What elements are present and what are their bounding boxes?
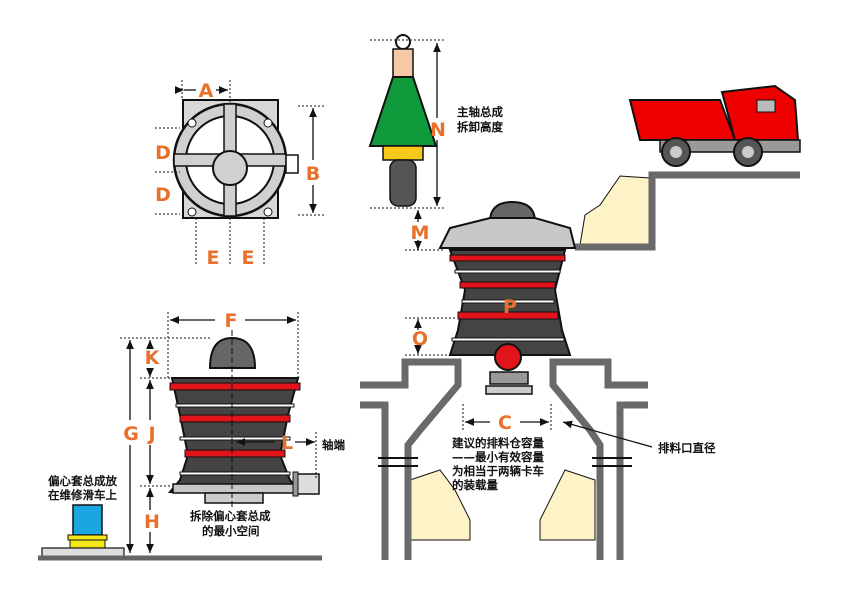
label-n: N xyxy=(430,119,446,141)
min-space-note-1: 拆除偏心套总成 xyxy=(190,509,271,523)
label-f: F xyxy=(225,310,238,332)
label-o: O xyxy=(412,328,428,350)
eccentric-on-sled: 偏心套总成放 在维修滑车上 xyxy=(41,474,125,558)
label-p: P xyxy=(503,296,517,318)
label-d-lower: D xyxy=(155,184,171,206)
label-e-left: E xyxy=(207,247,220,269)
label-a: A xyxy=(199,80,214,102)
bin-capacity-note-2: ——最小有效容量 xyxy=(452,450,544,464)
label-e-right: E xyxy=(242,247,255,269)
label-k: K xyxy=(145,347,161,369)
label-l: L xyxy=(281,432,293,454)
label-c: C xyxy=(498,412,512,434)
ground-ledge xyxy=(575,171,800,251)
bin-capacity-note-1: 建议的排料仓容量 xyxy=(452,436,544,450)
main-shaft-assembly: N 主轴总成 拆卸高度 M xyxy=(368,34,503,251)
crusher-installed: P O xyxy=(405,200,577,395)
label-b: B xyxy=(306,163,320,185)
stockpile-upper xyxy=(579,175,651,246)
label-g: G xyxy=(123,423,139,445)
discharge-diameter-label: 排料口直径 xyxy=(658,441,716,455)
shaft-removal-height-note-2: 拆卸高度 xyxy=(457,120,503,134)
shaft-removal-height-note-1: 主轴总成 xyxy=(457,105,503,119)
eccentric-sled-note-2: 在维修滑车上 xyxy=(48,488,117,502)
label-m: M xyxy=(411,222,430,244)
min-space-note-2: 的最小空间 xyxy=(202,524,260,538)
bin-capacity-note-4: 的装载量 xyxy=(452,478,498,492)
discharge-bin: C 建议的排料仓容量 ——最小有效容量 为相当于两辆卡车 的装载量 排料口直径 xyxy=(360,358,716,560)
eccentric-sled-note-1: 偏心套总成放 xyxy=(48,474,117,488)
crusher-maintenance-view: F K J H G L 轴端 拆除偏心套总成 的最小空间 xyxy=(120,310,345,553)
label-j: J xyxy=(146,423,155,445)
shaft-end-label: 轴端 xyxy=(322,438,345,452)
label-h: H xyxy=(144,511,160,533)
top-view: A B D D E E xyxy=(155,80,325,269)
label-d-upper: D xyxy=(155,142,171,164)
dump-truck xyxy=(628,84,801,167)
bin-capacity-note-3: 为相当于两辆卡车 xyxy=(452,464,544,478)
